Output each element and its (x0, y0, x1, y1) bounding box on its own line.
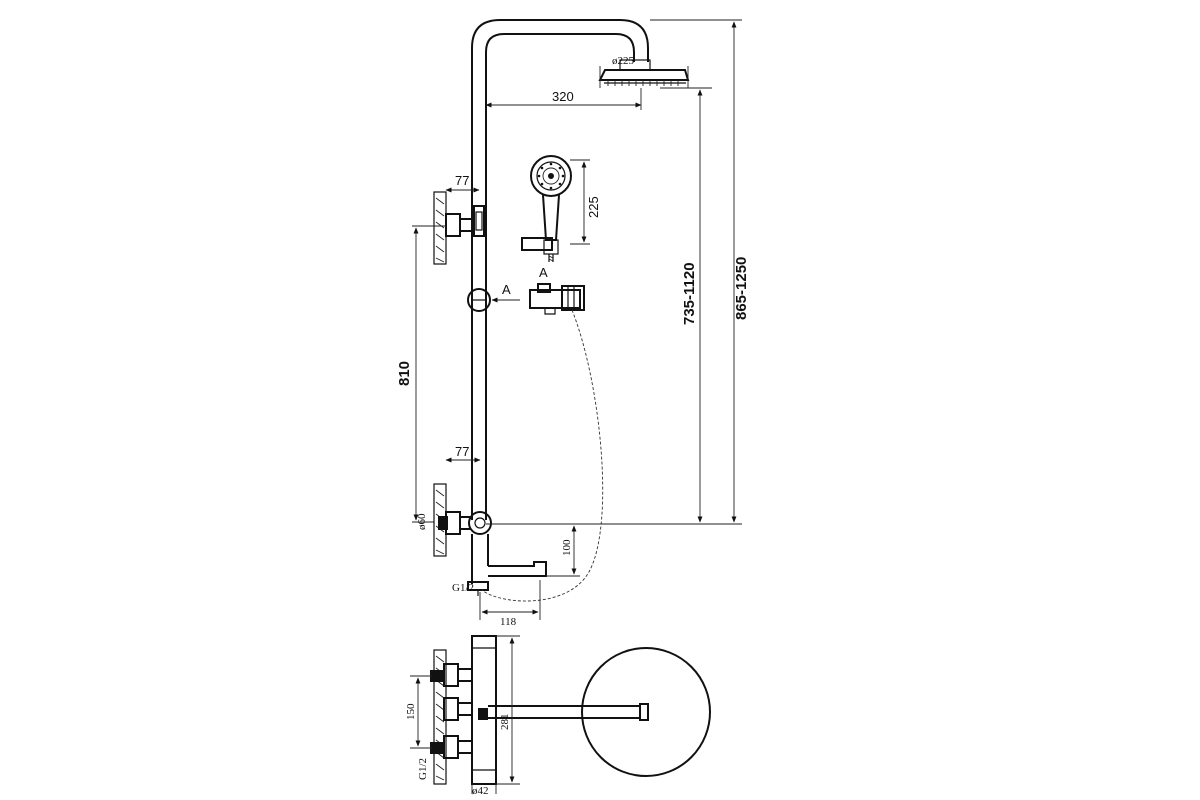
overhead-shower-head: ø225 (598, 55, 690, 88)
total-height-label: 865-1250 (733, 257, 750, 320)
dimension-bar-offset-top: 77 (445, 173, 480, 193)
dimension-arm-length: 320 (485, 88, 642, 110)
dimension-hand-shower-length: 225 (570, 159, 601, 245)
dimension-spout-drop: 100 (488, 523, 580, 577)
inlet-connector-middle (443, 697, 472, 721)
hand-shower (521, 155, 572, 262)
shower-hose (481, 309, 604, 602)
riser-pipe-inner (485, 33, 635, 520)
dimension-total-height: 865-1250 (650, 19, 750, 525)
shower-head-nozzles (607, 80, 679, 86)
inlet-spacing-label: 150 (405, 703, 417, 720)
inlet-connector-top (430, 663, 472, 687)
lower-wall-bracket: ø60 (416, 483, 492, 557)
mixer-height-label: 281 (499, 714, 511, 731)
shower-head-top-view (581, 647, 711, 777)
spout-drop-label: 100 (561, 539, 573, 556)
riser-pipe-outer (471, 19, 649, 520)
mixer-body-side (467, 534, 547, 596)
inlet-diameter-label: ø60 (416, 513, 428, 530)
spout-length-label: 118 (500, 616, 517, 628)
inlet-connector-bottom (430, 735, 472, 759)
section-marker-upper: A (539, 265, 548, 280)
slider-on-bar (467, 288, 491, 312)
slider-holder-detail (529, 283, 585, 315)
bracket-spacing-label: 810 (396, 361, 413, 386)
upper-wall-bracket (433, 191, 485, 265)
dimension-mixer-height: 281 (496, 635, 520, 785)
section-arrow-a: A (491, 282, 520, 303)
bar-offset-top-label: 77 (455, 173, 469, 188)
thread-size-side-label: G1/2 (452, 582, 474, 594)
hand-shower-nozzles (537, 162, 565, 190)
thread-size-bottom-label: G1/2 (417, 758, 429, 780)
arm-length-label: 320 (552, 89, 574, 104)
dimension-mixer-diameter: ø42 (471, 784, 497, 797)
dimension-inlet-spacing: 150 (405, 675, 432, 749)
thermostatic-mixer-body (471, 635, 497, 785)
mixer-diameter-label: ø42 (472, 785, 489, 797)
shower-head-diameter-label: ø225 (612, 55, 635, 67)
bar-offset-bottom-label: 77 (455, 444, 469, 459)
dimension-spout-length: 118 (479, 580, 541, 628)
height-adjust-label: 735-1120 (681, 262, 698, 325)
side-view: ø225 320 77 A (396, 19, 750, 628)
section-arrow-label: A (502, 282, 511, 297)
hand-shower-length-label: 225 (586, 196, 601, 218)
dimension-bracket-spacing: 810 (396, 225, 446, 523)
dimension-bar-offset-bottom: 77 (445, 444, 481, 463)
dimension-height-adjust: 735-1120 (486, 87, 712, 525)
front-view: 150 G1/2 281 ø42 (405, 635, 711, 797)
